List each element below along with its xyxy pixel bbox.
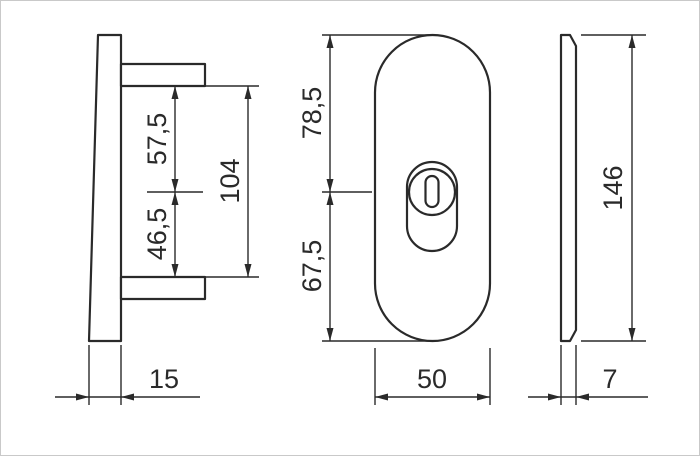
key-slot [424,174,440,209]
left-profile-view: 57,5 46,5 104 15 [55,33,259,405]
plate-profile-outline [87,33,123,343]
dimension-arrow [171,179,179,192]
dimension-arrow [576,393,589,401]
dimension-arrow [76,393,89,401]
dimension-arrow [628,35,636,48]
dim-height: 146 [581,34,646,342]
dim-total-span-label: 104 [215,158,245,203]
dimension-arrow [171,264,179,277]
dimension-arrow [121,393,134,401]
dimension-arrow [171,86,179,99]
dim-upper-span: 57,5 [142,86,179,192]
dim-width: 50 [374,348,491,405]
dim-lower-span: 46,5 [142,191,203,277]
dim-height-label: 146 [598,165,628,210]
dimension-arrow [375,393,388,401]
bottom-fixing-post [119,275,207,301]
dim-depth-label: 15 [149,364,179,394]
dimension-arrow [548,393,561,401]
dim-width-label: 50 [417,364,447,394]
dim-upper-height: 78,5 [297,34,432,192]
dimension-arrow [244,264,252,277]
dim-thickness: 7 [528,345,648,405]
dimension-arrow [244,86,252,99]
front-view: 78,5 67,5 50 [297,33,492,405]
dim-thickness-label: 7 [602,364,617,394]
dim-lower-height: 67,5 [297,191,432,342]
dim-total-span: 104 [205,85,259,278]
dim-upper-height-label: 78,5 [297,87,327,140]
cover-plate-outline [559,33,578,343]
dim-depth: 15 [55,345,200,405]
dimension-arrow [171,192,179,205]
dimension-arrow [326,179,334,192]
dim-upper-span-label: 57,5 [142,113,172,166]
right-profile-view: 146 7 [528,33,648,405]
dimension-arrow [326,328,334,341]
dim-lower-height-label: 67,5 [297,240,327,293]
dimension-arrow [477,393,490,401]
dimension-arrow [628,328,636,341]
top-fixing-post [119,62,207,88]
dimension-arrow [326,192,334,205]
dimension-arrow [326,35,334,48]
dim-lower-span-label: 46,5 [142,208,172,261]
